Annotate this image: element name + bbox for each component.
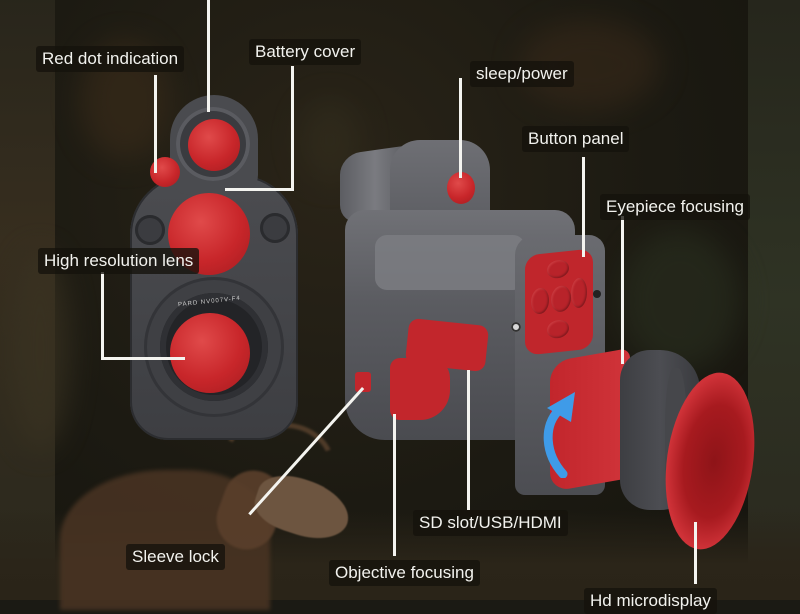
panel-button-up	[547, 258, 569, 280]
leader-line-battery-h	[225, 188, 294, 191]
objective-focus-grip	[390, 358, 450, 420]
label-sleeve-lock: Sleeve lock	[126, 544, 225, 570]
top-lens	[188, 119, 240, 171]
label-sleep-power: sleep/power	[470, 61, 574, 87]
leader-line-lens-h	[101, 357, 185, 360]
body-ridge	[375, 235, 525, 290]
label-hd-microdisplay: Hd microdisplay	[584, 588, 717, 614]
panel-button-down	[547, 318, 569, 340]
leader-line-button-panel	[582, 157, 585, 257]
leader-line-battery	[291, 66, 294, 191]
leader-line-microdisplay	[694, 522, 697, 584]
background-right-strip	[748, 0, 800, 600]
label-high-resolution-lens: High resolution lens	[38, 248, 200, 274]
label-red-dot-indication: Red dot indication	[36, 46, 185, 72]
main-lens	[170, 313, 250, 393]
leader-line-lens	[101, 272, 104, 360]
panel-button-center	[551, 284, 571, 313]
leader-line-sd	[467, 370, 470, 510]
foliage-blob	[10, 250, 70, 450]
screw	[511, 322, 521, 332]
leader-line-red-dot	[154, 75, 157, 173]
label-objective-focusing: Objective focusing	[329, 560, 480, 586]
sleeve-lock	[355, 372, 371, 392]
foliage-blob	[620, 230, 740, 370]
panel-button-left	[531, 287, 549, 315]
label-battery-cover: Battery cover	[249, 39, 362, 65]
panel-button-right	[571, 277, 587, 309]
device-side-view	[335, 140, 775, 560]
leader-line-eyepiece	[621, 216, 624, 364]
leader-line-top	[207, 0, 210, 112]
side-knob-right	[260, 213, 290, 243]
label-button-panel: Button panel	[522, 126, 630, 152]
label-sd-slot-usb-hdmi: SD slot/USB/HDMI	[413, 510, 568, 536]
side-knob-left	[135, 215, 165, 245]
rotate-arrow-icon	[543, 392, 575, 478]
button-panel	[525, 248, 593, 356]
device-front-view: PARD NV007V-F4	[130, 95, 300, 440]
leader-line-objective	[393, 414, 396, 556]
leader-line-power	[459, 78, 462, 178]
screw	[593, 290, 601, 298]
label-eyepiece-focusing: Eyepiece focusing	[600, 194, 750, 220]
